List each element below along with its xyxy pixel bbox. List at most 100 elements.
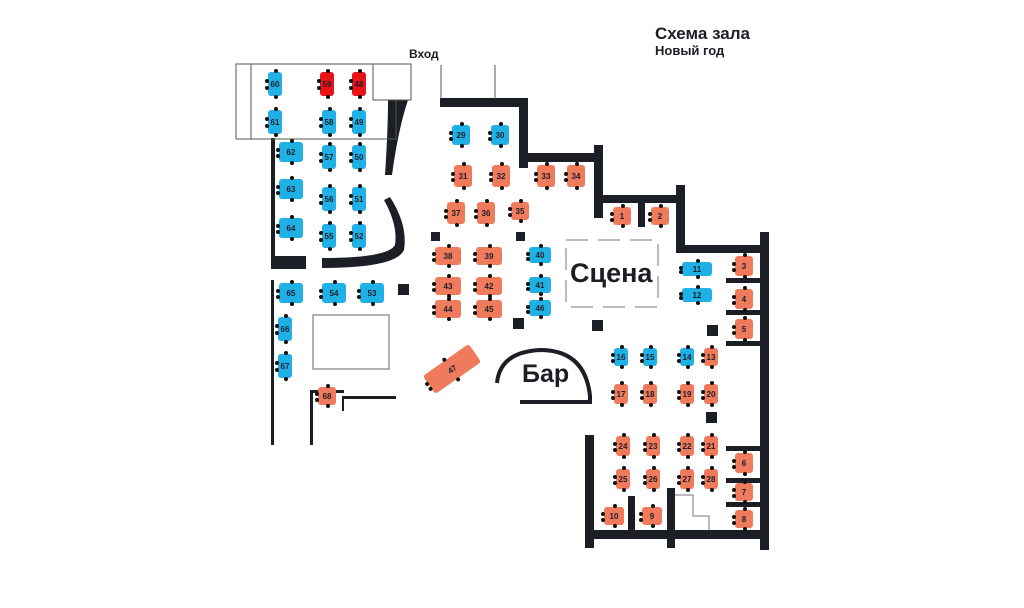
table-15[interactable]: 15 xyxy=(640,345,657,369)
wall xyxy=(440,98,528,107)
table-12[interactable]: 12 xyxy=(679,285,712,305)
table-50[interactable]: 50 xyxy=(349,142,366,172)
table-48[interactable]: 48 xyxy=(349,69,366,99)
table-23[interactable]: 23 xyxy=(643,433,660,459)
table-14[interactable]: 14 xyxy=(677,345,694,369)
table-53[interactable]: 53 xyxy=(357,280,384,306)
chair-dot xyxy=(328,210,333,214)
table-66[interactable]: 66 xyxy=(275,314,292,344)
table-16[interactable]: 16 xyxy=(611,345,628,369)
table-61[interactable]: 61 xyxy=(265,107,282,137)
table-27[interactable]: 27 xyxy=(677,466,694,492)
table-17[interactable]: 17 xyxy=(611,381,628,407)
table-39[interactable]: 39 xyxy=(473,244,502,268)
table-31[interactable]: 31 xyxy=(451,162,472,190)
table-44[interactable]: 44 xyxy=(432,297,461,321)
table-32[interactable]: 32 xyxy=(489,162,510,190)
table-6[interactable]: 6 xyxy=(732,450,753,476)
table-8[interactable]: 8 xyxy=(732,507,753,531)
chair-dot xyxy=(326,69,331,73)
table-2[interactable]: 2 xyxy=(648,204,669,228)
table-36[interactable]: 36 xyxy=(474,199,495,227)
chair-dot xyxy=(695,285,700,289)
table-26[interactable]: 26 xyxy=(643,466,660,492)
chair-dot xyxy=(611,390,615,394)
table-40[interactable]: 40 xyxy=(526,244,551,266)
table-7[interactable]: 7 xyxy=(732,480,753,504)
table-33[interactable]: 33 xyxy=(534,162,555,190)
table-number: 56 xyxy=(324,194,334,204)
table-25[interactable]: 25 xyxy=(613,466,630,492)
table-57[interactable]: 57 xyxy=(319,142,336,172)
table-42[interactable]: 42 xyxy=(473,274,502,298)
table-59[interactable]: 59 xyxy=(317,69,334,99)
chair-dot xyxy=(649,345,654,349)
chair-dot xyxy=(610,212,614,217)
table-41[interactable]: 41 xyxy=(526,274,551,296)
table-65[interactable]: 65 xyxy=(276,280,303,306)
table-number: 35 xyxy=(515,206,525,216)
table-4[interactable]: 4 xyxy=(732,286,753,312)
chair-dot xyxy=(648,217,652,222)
table-45[interactable]: 45 xyxy=(473,297,502,321)
table-46[interactable]: 46 xyxy=(526,297,551,319)
table-52[interactable]: 52 xyxy=(349,221,366,251)
table-3[interactable]: 3 xyxy=(732,253,753,279)
table-10[interactable]: 10 xyxy=(601,504,624,528)
table-9[interactable]: 9 xyxy=(639,504,662,528)
table-51[interactable]: 51 xyxy=(349,184,366,214)
table-24[interactable]: 24 xyxy=(613,433,630,459)
chair-dot xyxy=(276,185,280,189)
table-18[interactable]: 18 xyxy=(640,381,657,407)
table-19[interactable]: 19 xyxy=(677,381,694,407)
table-43[interactable]: 43 xyxy=(432,274,461,298)
table-67[interactable]: 67 xyxy=(275,351,292,381)
chair-dot xyxy=(677,442,681,446)
chair-dot xyxy=(710,433,715,437)
table-68[interactable]: 68 xyxy=(315,384,336,408)
chair-dot xyxy=(289,302,294,306)
table-13[interactable]: 13 xyxy=(701,345,718,369)
table-62[interactable]: 62 xyxy=(276,139,303,165)
chair-dot xyxy=(473,257,477,262)
table-49[interactable]: 49 xyxy=(349,107,366,137)
chair-dot xyxy=(732,465,736,469)
table-20[interactable]: 20 xyxy=(701,381,718,407)
chair-dot xyxy=(743,338,748,342)
table-22[interactable]: 22 xyxy=(677,433,694,459)
table-58[interactable]: 58 xyxy=(319,107,336,137)
chair-dot xyxy=(622,433,627,437)
table-number: 6 xyxy=(741,458,747,468)
chair-dot xyxy=(732,262,736,266)
table-11[interactable]: 11 xyxy=(679,259,712,279)
table-number: 14 xyxy=(682,352,692,362)
table-28[interactable]: 28 xyxy=(701,466,718,492)
table-63[interactable]: 63 xyxy=(276,176,303,202)
pillar xyxy=(516,232,525,241)
table-30[interactable]: 30 xyxy=(488,122,509,148)
chair-dot xyxy=(276,191,280,195)
table-1[interactable]: 1 xyxy=(610,204,631,228)
table-35[interactable]: 35 xyxy=(508,199,529,223)
chair-dot xyxy=(620,381,625,385)
chair-dot xyxy=(432,252,436,257)
table-34[interactable]: 34 xyxy=(564,162,585,190)
chair-dot xyxy=(526,304,530,309)
table-55[interactable]: 55 xyxy=(319,221,336,251)
table-38[interactable]: 38 xyxy=(432,244,461,268)
table-number: 25 xyxy=(618,474,628,484)
table-56[interactable]: 56 xyxy=(319,184,336,214)
chair-dot xyxy=(274,69,279,73)
table-64[interactable]: 64 xyxy=(276,215,303,241)
table-54[interactable]: 54 xyxy=(319,280,346,306)
table-number: 55 xyxy=(324,231,334,241)
table-29[interactable]: 29 xyxy=(449,122,470,148)
chair-dot xyxy=(319,201,323,206)
chair-dot xyxy=(276,230,280,234)
table-5[interactable]: 5 xyxy=(732,316,753,342)
table-21[interactable]: 21 xyxy=(701,433,718,459)
table-60[interactable]: 60 xyxy=(265,69,282,99)
table-37[interactable]: 37 xyxy=(444,199,465,227)
chair-dot xyxy=(732,493,736,498)
chair-dot xyxy=(275,361,279,366)
